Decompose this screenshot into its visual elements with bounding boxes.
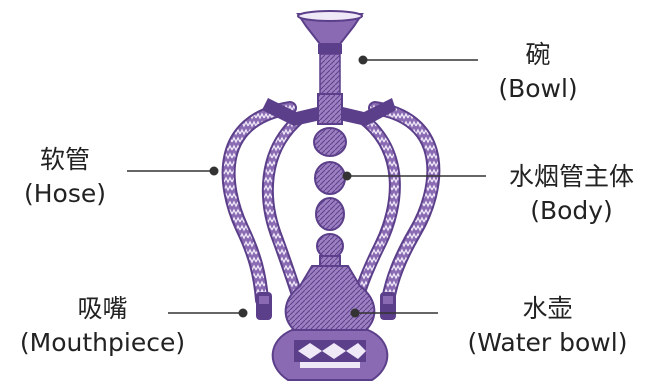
water-bowl-label: 水壶 (Water bowl): [440, 292, 655, 360]
body-label-cn: 水烟管主体: [488, 160, 655, 194]
body-label: 水烟管主体 (Body): [488, 160, 655, 228]
mouthpiece-right: [380, 292, 396, 320]
water-bowl-label-en: (Water bowl): [440, 326, 655, 360]
body-stem: [314, 94, 346, 266]
water-bowl-dot: [351, 309, 360, 318]
bowl-dot: [359, 56, 368, 65]
mouthpiece-dot: [239, 309, 248, 318]
bowl-label: 碗 (Bowl): [478, 38, 598, 106]
hose-left-inner: [268, 118, 300, 292]
mouthpiece-label-en: (Mouthpiece): [0, 326, 205, 360]
hose-label-en: (Hose): [0, 177, 130, 211]
water-bowl-label-cn: 水壶: [440, 292, 655, 326]
hose-dot: [210, 167, 219, 176]
bowl-label-en: (Bowl): [478, 72, 598, 106]
mouthpiece-label-cn: 吸嘴: [0, 292, 205, 326]
hose-right-inner: [360, 118, 395, 292]
body-dot: [343, 172, 352, 181]
hose-label-cn: 软管: [0, 143, 130, 177]
bowl: [298, 11, 362, 94]
bowl-label-cn: 碗: [478, 38, 598, 72]
body-label-en: (Body): [488, 194, 655, 228]
mouthpiece-label: 吸嘴 (Mouthpiece): [0, 292, 205, 360]
mouthpiece-left: [256, 292, 272, 320]
hose-label: 软管 (Hose): [0, 143, 130, 211]
